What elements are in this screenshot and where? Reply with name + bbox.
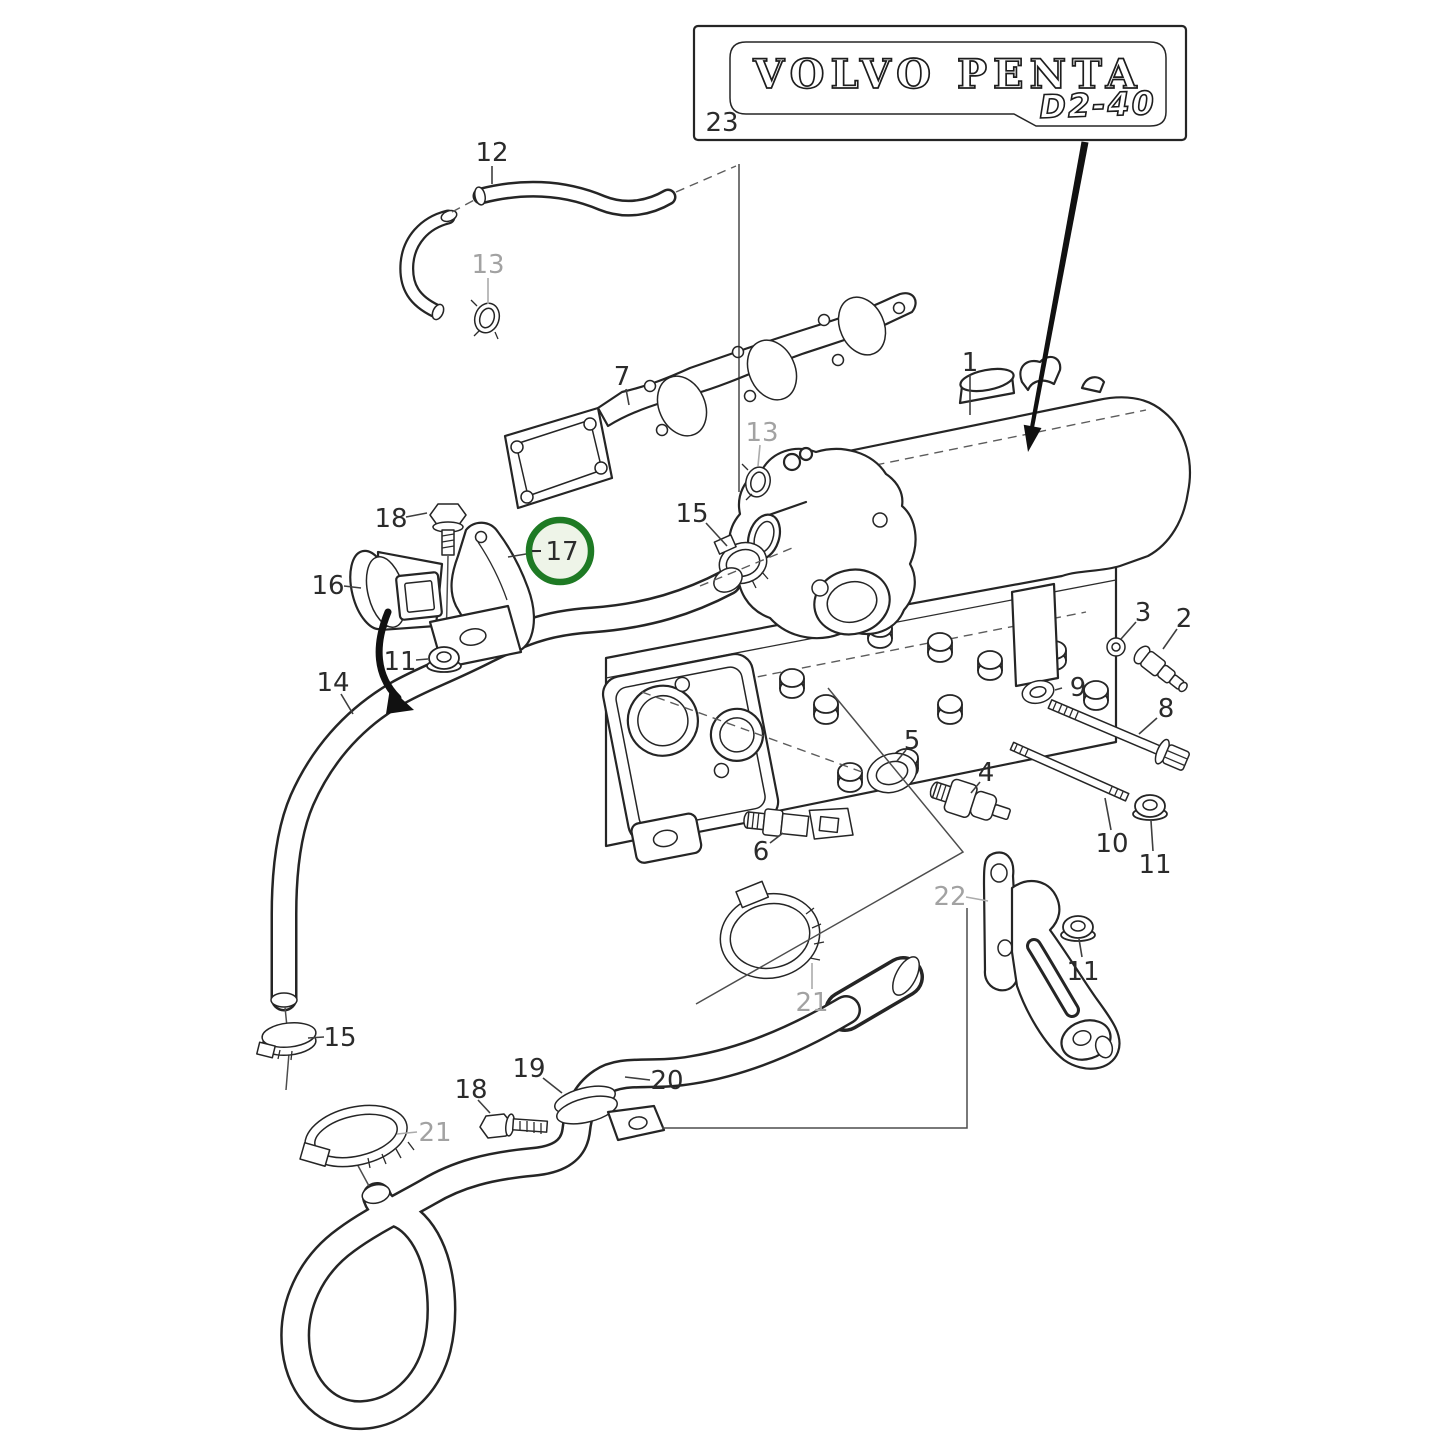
model-text: D2-40 <box>1039 84 1157 126</box>
hose-clamp-13-engine <box>741 463 771 501</box>
flange-nut-11-bracket <box>1060 915 1096 942</box>
washer-3 <box>1106 637 1126 657</box>
callout-10: 10 <box>1095 829 1128 859</box>
construction-lines <box>451 164 968 1129</box>
callout-leader-18 <box>405 512 428 518</box>
callout-leader-20 <box>624 1076 651 1081</box>
hose-clamp-21-upper <box>719 880 825 980</box>
drain-hose-20 <box>280 880 924 1431</box>
callout-21: 21 <box>795 988 828 1018</box>
callout-7: 7 <box>614 362 631 392</box>
engine-bracket-22 <box>982 851 1121 1070</box>
callout-9: 9 <box>1070 673 1087 703</box>
brand-text: VOLVO PENTA <box>752 51 1142 98</box>
callout-leader-11 <box>1150 820 1154 852</box>
callout-15: 15 <box>675 499 708 529</box>
callout-leader-19 <box>542 1077 563 1094</box>
callout-leader-3 <box>1120 621 1137 640</box>
flange-bolt-18-lower <box>479 1113 549 1139</box>
callout-leader-16 <box>343 585 362 589</box>
vent-hose-13 <box>399 209 501 340</box>
callout-leader-18 <box>477 1099 491 1114</box>
callout-leader-7 <box>625 388 630 406</box>
callout-13: 13 <box>745 418 778 448</box>
callout-2: 2 <box>1176 604 1193 634</box>
pressure-switch-6 <box>743 807 854 840</box>
callout-22: 22 <box>933 882 966 912</box>
callout-leader-2 <box>1162 628 1178 650</box>
callout-18: 18 <box>454 1075 487 1105</box>
callout-leader-6 <box>769 832 784 844</box>
flange-nut-11-right <box>1132 794 1168 821</box>
callout-11: 11 <box>1138 850 1171 880</box>
callout-18: 18 <box>374 504 407 534</box>
callout-leader-14 <box>340 693 354 715</box>
exhaust-gasket <box>503 292 917 510</box>
callout-17: 17 <box>545 537 578 567</box>
callout-13: 13 <box>471 250 504 280</box>
pointer-arrow <box>1023 141 1089 452</box>
highlight-circle-17: 17 <box>507 516 595 586</box>
rubber-cushion-16 <box>349 549 444 632</box>
engine-assembly <box>601 355 1192 864</box>
anode-plug-2 <box>1133 645 1188 693</box>
callout-8: 8 <box>1158 694 1175 724</box>
callout-15: 15 <box>323 1023 356 1053</box>
callout-1: 1 <box>962 348 979 378</box>
highlight-ring <box>525 516 595 586</box>
sensors-and-fasteners <box>743 637 1190 840</box>
callout-leader-13 <box>757 444 761 467</box>
washer-9 <box>1021 679 1055 705</box>
callout-11: 11 <box>383 647 416 677</box>
callout-leader-15 <box>307 1036 325 1039</box>
callout-leader-21 <box>396 1131 418 1135</box>
brand-plate: VOLVO PENTA D2-40 <box>692 24 1188 142</box>
bolt-8 <box>1047 699 1190 771</box>
callout-6: 6 <box>753 837 770 867</box>
o-ring-5 <box>866 752 918 794</box>
callout-leader-4 <box>970 781 981 794</box>
callout-19: 19 <box>512 1054 545 1084</box>
front-flange <box>601 652 780 864</box>
callout-leader-15 <box>705 522 728 547</box>
callout-leader-22 <box>965 896 989 902</box>
callout-3: 3 <box>1135 598 1152 628</box>
breather-hose-12 <box>472 180 677 217</box>
callout-leader-11 <box>415 658 429 661</box>
callout-16: 16 <box>311 571 344 601</box>
callout-12: 12 <box>475 138 508 168</box>
callout-leader-11 <box>1078 938 1083 958</box>
callout-leader-8 <box>1138 717 1158 735</box>
coolant-hose-14 <box>256 568 742 1091</box>
callout-leader-9 <box>1054 687 1063 691</box>
hose-clamp-15-lower <box>256 1021 317 1061</box>
callout-4: 4 <box>978 758 995 788</box>
clamp-bracket-19 <box>554 1085 666 1142</box>
callout-21: 21 <box>418 1118 451 1148</box>
fitment-arrow <box>375 608 414 714</box>
bracket-group <box>349 503 535 714</box>
callout-leader-10 <box>1104 797 1112 831</box>
flange-bolt-18-upper <box>429 503 467 556</box>
temp-sensor-4 <box>929 778 1011 821</box>
stud-10 <box>1009 741 1130 802</box>
callout-14: 14 <box>316 668 349 698</box>
callout-leader-5 <box>896 749 907 762</box>
flange-nut-11-left <box>426 646 462 673</box>
hose-clamp-13-icon <box>470 299 501 340</box>
callout-23: 23 <box>705 108 738 138</box>
callout-20: 20 <box>650 1066 683 1096</box>
callout-5: 5 <box>904 726 921 756</box>
callout-11: 11 <box>1066 957 1099 987</box>
hose-clamp-21-lower <box>299 1104 415 1169</box>
